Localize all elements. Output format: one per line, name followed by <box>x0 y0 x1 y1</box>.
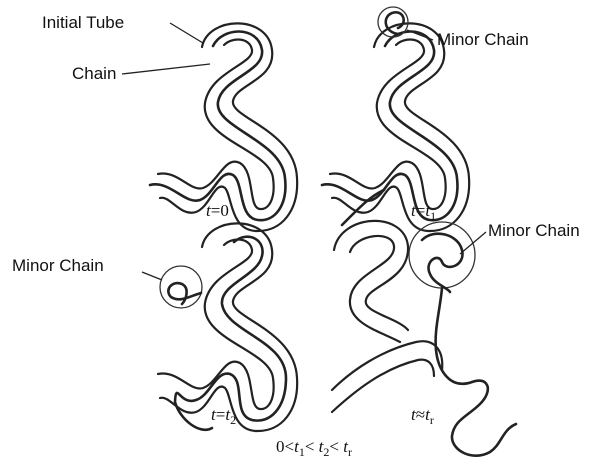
minor-chain-circle <box>160 266 202 308</box>
minor-chain-label-3: Minor Chain <box>488 221 580 240</box>
minor-chain-leader-line <box>460 232 486 254</box>
chain-path <box>322 31 457 220</box>
caption-time-order: 0<t1< t2< tr <box>276 437 352 459</box>
tube-wall <box>332 23 469 231</box>
minor-chain-label-2: Minor Chain <box>12 256 104 275</box>
panel-t2 <box>158 223 297 431</box>
minor-chain-label-1: Minor Chain <box>437 30 529 49</box>
minor-chain-circle <box>409 222 475 288</box>
minor-chain-leader-line <box>142 272 162 280</box>
caption-t0: t=0 <box>206 201 229 220</box>
chain-path <box>436 288 516 456</box>
tube-wall <box>332 341 442 390</box>
tube-wall <box>160 223 297 431</box>
chain-label: Chain <box>72 64 116 83</box>
panel-initial <box>150 23 297 231</box>
chain-leader-line <box>122 64 210 74</box>
chain-path <box>150 31 285 220</box>
minor-chain-loop <box>422 234 463 292</box>
initial-tube-leader-line <box>170 23 203 43</box>
initial-tube-inner-wall <box>160 23 297 231</box>
caption-t1: t=t1 <box>411 201 436 223</box>
initial-tube-label: Initial Tube <box>42 13 124 32</box>
caption-tr: t≈tr <box>411 405 434 427</box>
